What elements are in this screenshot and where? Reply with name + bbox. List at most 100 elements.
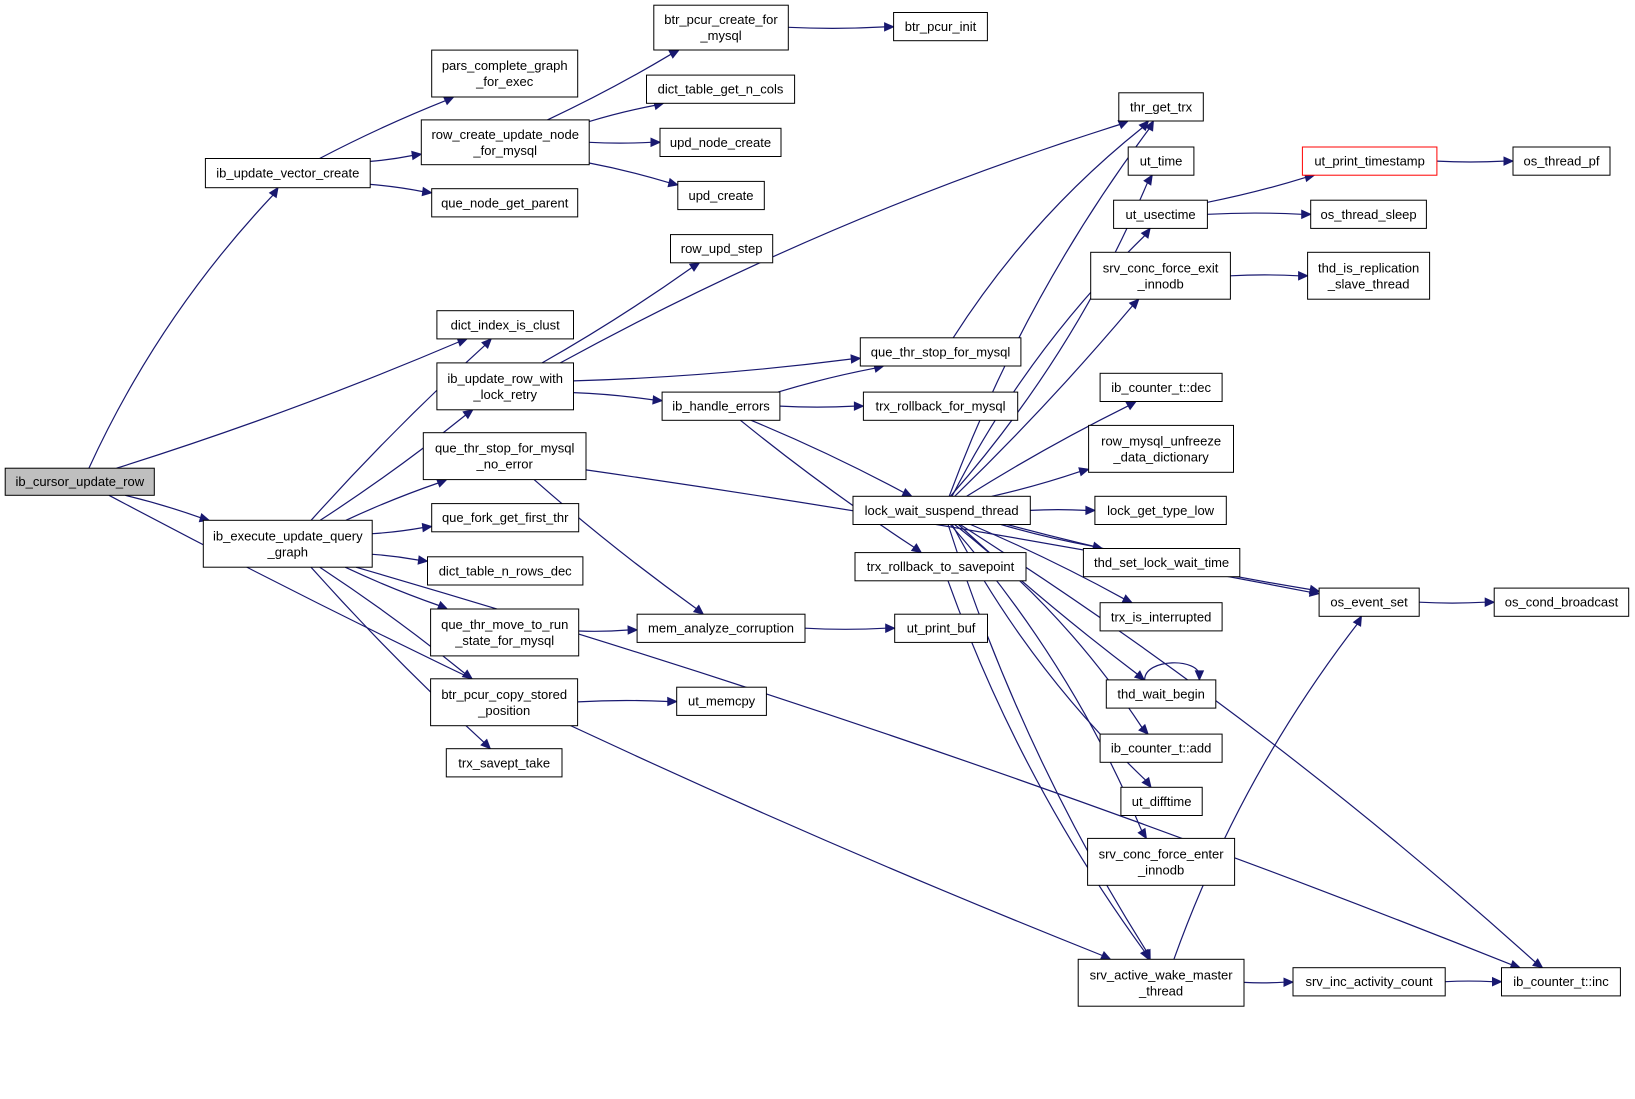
edge-line [1173,623,1358,960]
edge-line [108,494,1103,957]
edge-lock_wait_suspend_thread-to-srv_conc_force_exit_innodb [954,298,1140,497]
node-upd-node-create[interactable]: upd_node_create [659,127,782,158]
arrowhead-icon [1138,723,1149,736]
edge-line [1243,981,1285,984]
node-thr-get-trx[interactable]: thr_get_trx [1118,92,1204,122]
edge-mem_analyze_corruption-to-ut_print_buf [804,623,896,633]
node-box [1099,733,1223,763]
edge-line [1030,509,1086,511]
node-que-node-get-parent[interactable]: que_node_get_parent [431,188,579,218]
node-ut-usectime[interactable]: ut_usectime [1113,199,1208,229]
node-btr-pcur-init[interactable]: btr_pcur_init [893,12,988,42]
node-label: trx_savept_take [458,755,550,770]
edge-ib_handle_errors-to-que_thr_stop_for_mysql [777,363,885,393]
node-srv-conc-force-exit-innodb[interactable]: srv_conc_force_exit_innodb [1090,251,1231,300]
arrowhead-icon [1352,615,1362,627]
edge-line [739,419,915,548]
node-ut-difftime[interactable]: ut_difftime [1120,786,1203,816]
node-srv-active-wake-master-thread[interactable]: srv_active_wake_master_thread [1077,958,1245,1007]
node-trx-savept-take[interactable]: trx_savept_take [445,748,563,778]
node-pars-complete-graph-for-exec[interactable]: pars_complete_graph_for_exec [431,49,579,98]
node-row-upd-step[interactable]: row_upd_step [670,234,774,264]
edge-btr_pcur_copy_stored_position-to-ut_memcpy [577,696,678,707]
edge-ib_cursor_update_row-to-dict_index_is_clust [116,337,469,469]
edge-ib_cursor_update_row-to-ib_update_vector_create [88,186,279,469]
edge-line [370,154,413,162]
edge-line [345,482,439,521]
node-label: que_thr_stop_for_mysql [435,441,575,456]
node-dict-index-is-clust[interactable]: dict_index_is_clust [436,310,574,340]
node-mem-analyze-corruption[interactable]: mem_analyze_corruption [636,613,806,643]
node-label: ib_execute_update_query [213,528,363,543]
arrowhead-icon [1298,271,1309,281]
node-thd-is-replication-slave-thread[interactable]: thd_is_replication_slave_thread [1307,251,1431,300]
node-btr-pcur-create-for-mysql[interactable]: btr_pcur_create_for_mysql [653,4,789,51]
edge-que_thr_stop_for_mysql-to-thr_get_trx [952,120,1150,339]
node-srv-inc-activity-count[interactable]: srv_inc_activity_count [1292,967,1446,997]
edge-line [1207,176,1306,203]
node-dict-table-get-n-cols[interactable]: dict_table_get_n_cols [646,74,796,104]
node-box [4,467,155,496]
node-box [661,391,781,421]
node-ib-execute-update-query-graph[interactable]: ib_execute_update_query_graph [202,519,373,568]
edge-line [966,405,1129,497]
node-lock-get-type-low[interactable]: lock_get_type_low [1094,495,1227,525]
arrowhead-icon [885,623,896,633]
node-que-thr-stop-for-mysql-no-error[interactable]: que_thr_stop_for_mysql_no_error [422,432,587,481]
node-box [1318,587,1420,617]
edge-line [125,494,201,519]
node-que-fork-get-first-thr[interactable]: que_fork_get_first_thr [431,503,580,533]
node-ut-print-timestamp[interactable]: ut_print_timestamp [1301,146,1438,176]
node-ib-handle-errors[interactable]: ib_handle_errors [661,391,781,421]
edge-line [547,53,672,121]
edge-ib_execute_update_query_graph-to-que_fork_get_first_thr [372,522,433,535]
node-btr-pcur-copy-stored-position[interactable]: btr_pcur_copy_stored_position [430,678,579,727]
node-row-mysql-unfreeze-data-dictionary[interactable]: row_mysql_unfreeze_data_dictionary [1088,424,1234,473]
node-trx-rollback-for-mysql[interactable]: trx_rollback_for_mysql [862,391,1019,421]
node-thd-set-lock-wait-time[interactable]: thd_set_lock_wait_time [1082,548,1241,578]
node-ut-memcpy[interactable]: ut_memcpy [676,686,767,716]
node-ib-counter-t-dec[interactable]: ib_counter_t::dec [1099,372,1223,402]
node-ib-update-row-with-lock-retry[interactable]: ib_update_row_with_lock_retry [436,362,574,411]
node-label: _data_dictionary [1112,449,1209,464]
node-ib-update-vector-create[interactable]: ib_update_vector_create [204,158,371,189]
node-ut-time[interactable]: ut_time [1127,146,1195,176]
node-label: ib_cursor_update_row [15,474,144,489]
node-os-thread-pf[interactable]: os_thread_pf [1512,146,1611,176]
node-box [893,12,988,42]
node-label: _state_for_mysql [454,633,554,648]
node-ib-counter-t-add[interactable]: ib_counter_t::add [1099,733,1223,763]
arrowhead-icon [442,96,455,106]
node-dict-table-n-rows-dec[interactable]: dict_table_n_rows_dec [427,556,584,586]
node-upd-create[interactable]: upd_create [677,180,765,211]
edge-line [1419,601,1486,604]
node-thd-wait-begin[interactable]: thd_wait_begin [1105,679,1217,709]
node-lock-wait-suspend-thread[interactable]: lock_wait_suspend_thread [852,495,1031,525]
arrowhead-icon [884,22,895,32]
node-srv-conc-force-enter-innodb[interactable]: srv_conc_force_enter_innodb [1087,837,1236,886]
node-os-cond-broadcast[interactable]: os_cond_broadcast [1493,587,1630,617]
arrowhead-icon [850,354,862,364]
arrowhead-icon [1121,594,1134,604]
node-trx-is-interrupted[interactable]: trx_is_interrupted [1099,602,1223,632]
node-ib-cursor-update-row[interactable]: ib_cursor_update_row [4,467,155,496]
arrowhead-icon [853,401,865,411]
edge-line [970,523,1125,600]
node-box [636,613,806,643]
arrowhead-icon [1144,119,1154,132]
edge-line [991,471,1081,497]
node-ib-counter-t-inc[interactable]: ib_counter_t::inc [1501,967,1621,997]
node-que-thr-stop-for-mysql[interactable]: que_thr_stop_for_mysql [859,337,1022,367]
node-label: dict_index_is_clust [451,317,561,332]
arrowhead-icon [480,738,492,750]
edge-line [588,104,655,123]
node-os-thread-sleep[interactable]: os_thread_sleep [1310,199,1427,229]
node-ut-print-buf[interactable]: ut_print_buf [894,613,989,643]
node-que-thr-move-to-run-state-for-mysql[interactable]: que_thr_move_to_run_state_for_mysql [430,608,580,657]
node-box [646,74,796,104]
node-trx-rollback-to-savepoint[interactable]: trx_rollback_to_savepoint [854,552,1027,582]
node-row-create-update-node-for-mysql[interactable]: row_create_update_node_for_mysql [420,119,590,166]
node-os-event-set[interactable]: os_event_set [1318,587,1420,617]
node-label: ib_counter_t::dec [1111,380,1211,395]
arrowhead-icon [481,338,493,349]
